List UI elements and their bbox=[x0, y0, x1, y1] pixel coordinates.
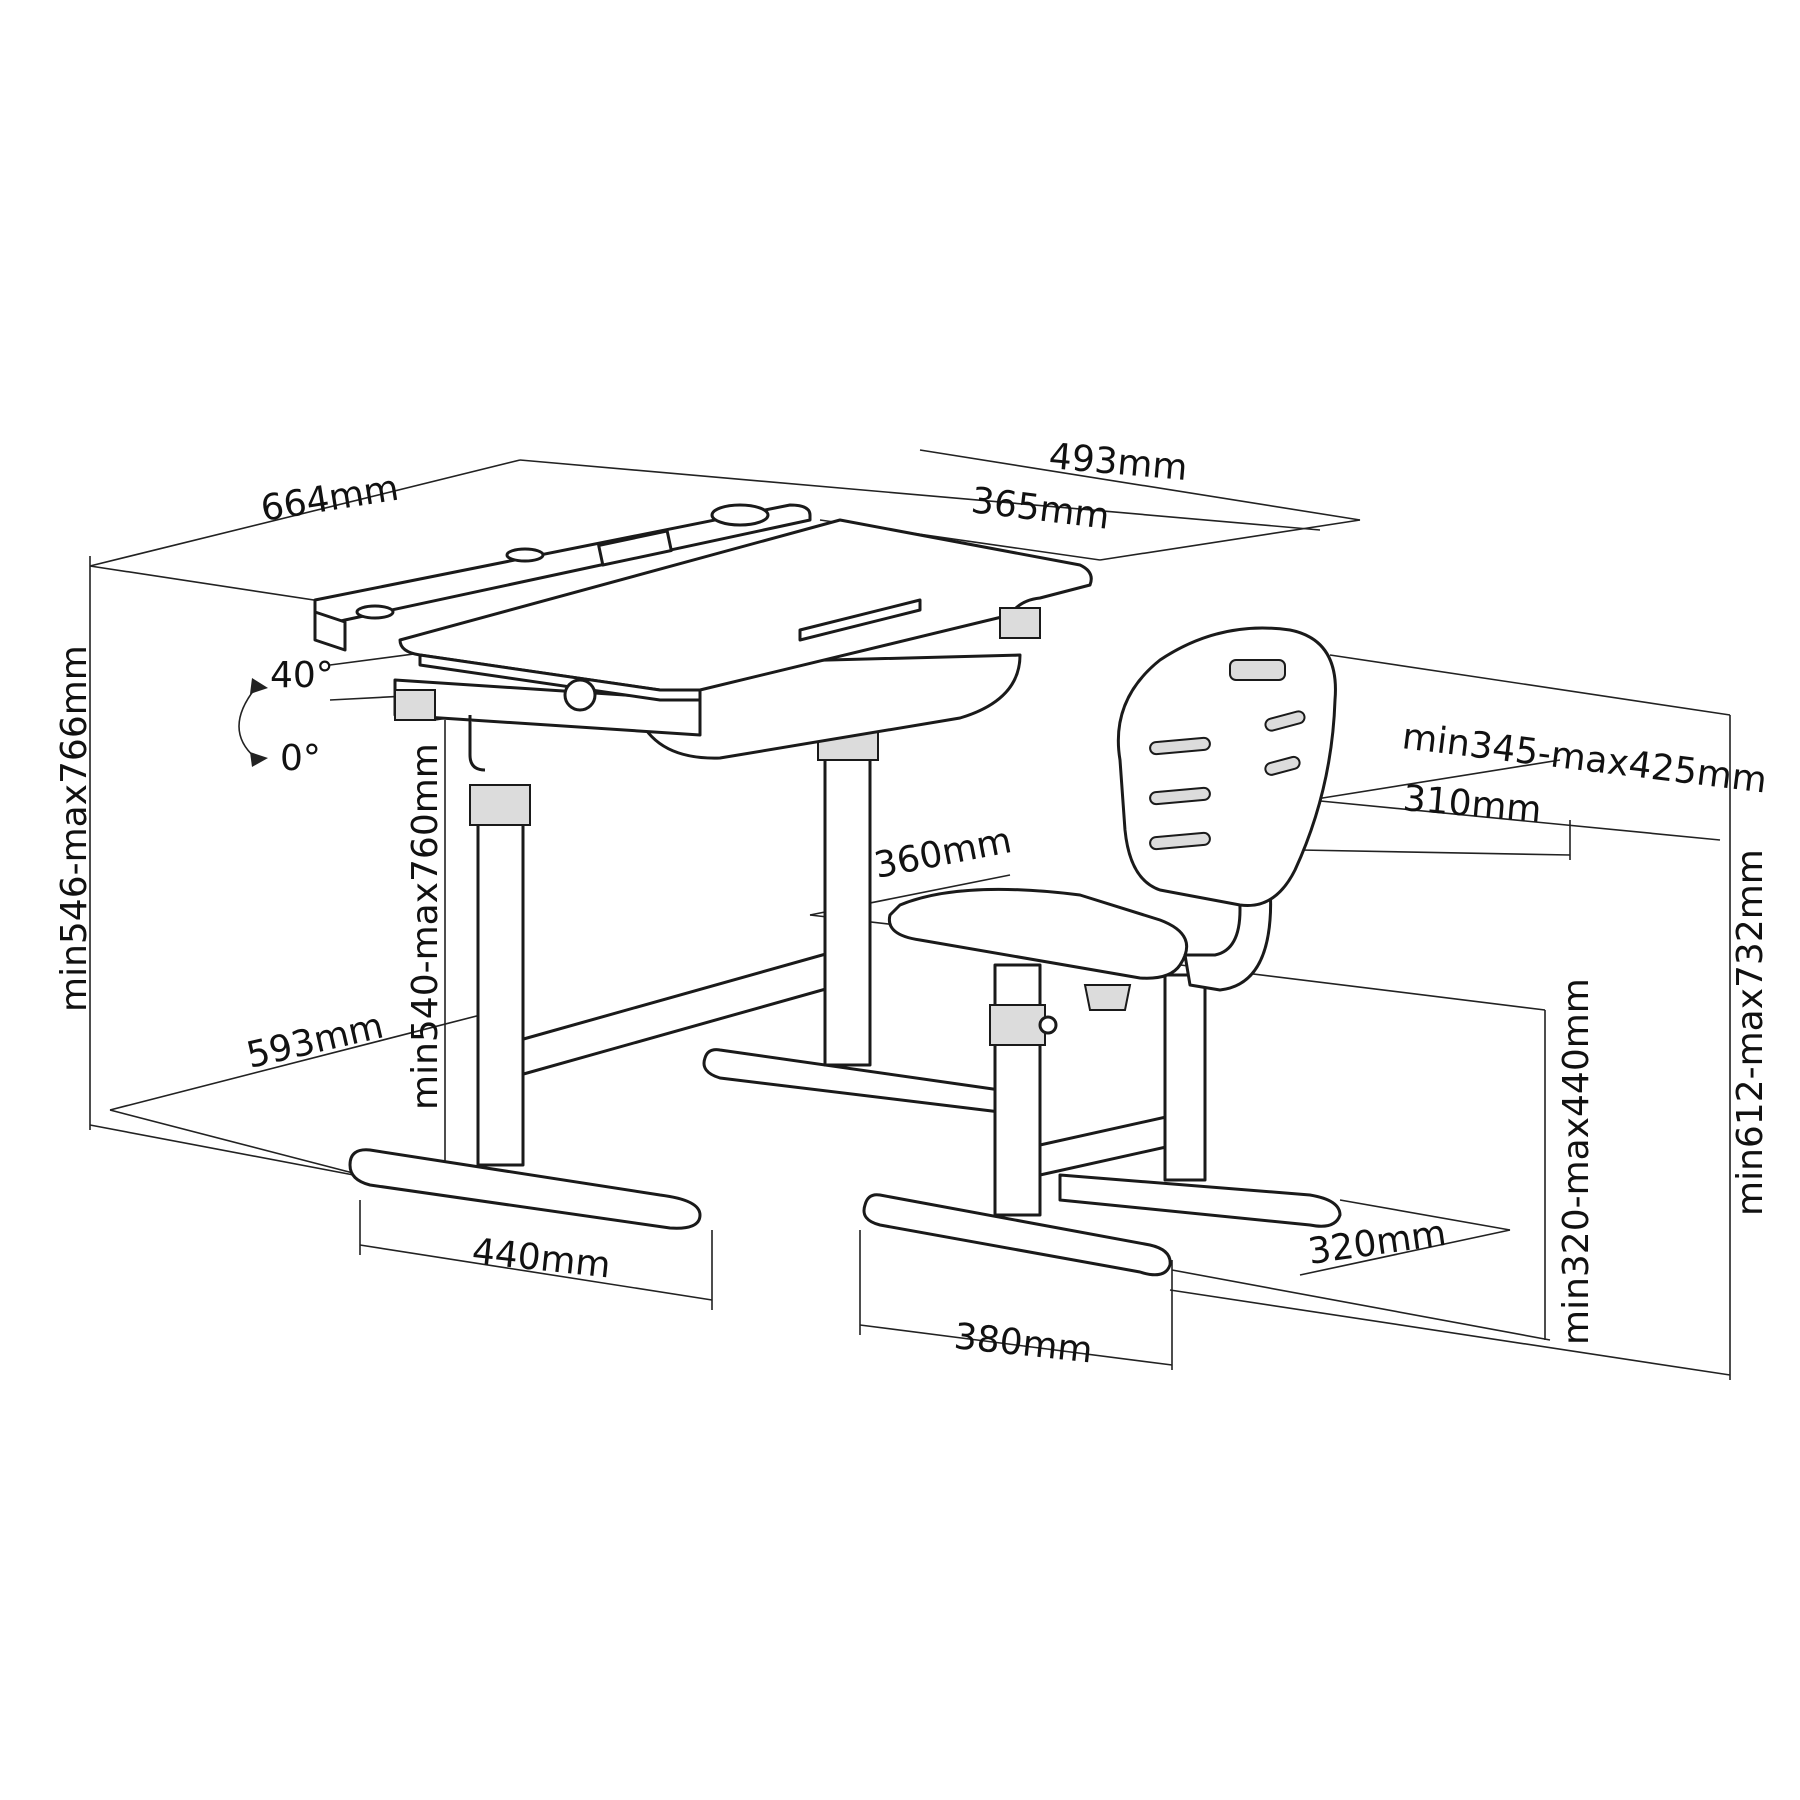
desk-tray-front bbox=[313, 610, 347, 652]
label-desk-foot: 440mm bbox=[470, 1231, 612, 1286]
label-desk-depth: 493mm bbox=[1047, 436, 1189, 489]
pencil-slot bbox=[597, 529, 673, 567]
side-bracket bbox=[394, 689, 436, 721]
chair-front-foot bbox=[862, 1193, 1172, 1277]
label-tilt-max: 40° bbox=[270, 655, 334, 696]
desk-left-leg bbox=[476, 788, 525, 1167]
desk bbox=[313, 503, 1093, 1230]
label-desk-height: min546-max766mm bbox=[54, 645, 95, 1012]
back-slot-4 bbox=[1264, 710, 1306, 732]
label-chair-foot-length: 380mm bbox=[952, 1316, 1094, 1371]
chair-seat bbox=[887, 887, 1189, 980]
back-slot-5 bbox=[1264, 755, 1301, 776]
label-base-depth: 593mm bbox=[243, 1006, 388, 1077]
desk-left-leg-collar bbox=[469, 784, 531, 826]
right-bracket bbox=[999, 607, 1041, 639]
chair-backrest bbox=[1116, 626, 1337, 908]
desk-crossbar bbox=[518, 948, 842, 1077]
back-handle bbox=[1229, 659, 1286, 681]
back-slot-2 bbox=[1149, 786, 1211, 806]
label-seat-height: min320-max440mm bbox=[1556, 978, 1597, 1345]
chair-crossbar bbox=[1038, 1113, 1177, 1177]
bag-hook bbox=[468, 715, 486, 772]
chair bbox=[862, 626, 1342, 1277]
chair-knob bbox=[1038, 1015, 1058, 1035]
seat-bracket bbox=[1083, 984, 1132, 1011]
cup-holder bbox=[710, 503, 770, 527]
chair-front-leg bbox=[993, 963, 1042, 1217]
label-seat-width: 310mm bbox=[1401, 778, 1543, 831]
pen-hole-left bbox=[355, 604, 395, 620]
label-chair-depth: 360mm bbox=[871, 820, 1015, 887]
desk-left-foot bbox=[348, 1148, 702, 1230]
label-tilt-min: 0° bbox=[280, 738, 321, 779]
chair-rear-leg bbox=[1163, 973, 1207, 1182]
desk-handle bbox=[798, 598, 922, 642]
chair-height-collar bbox=[989, 1004, 1046, 1046]
label-desk-width: 664mm bbox=[258, 468, 402, 530]
chair-back-foot bbox=[1058, 1173, 1342, 1228]
desk-right-leg bbox=[823, 733, 872, 1067]
back-slot-3 bbox=[1149, 831, 1211, 851]
label-desktop-panel: 365mm bbox=[969, 480, 1112, 538]
tilt-knob bbox=[563, 678, 597, 712]
pen-hole-mid bbox=[505, 547, 545, 563]
label-frame-height: min540-max760mm bbox=[405, 743, 446, 1110]
label-chair-total-height: min612-max732mm bbox=[1730, 849, 1771, 1216]
desk-top-edge bbox=[418, 653, 702, 702]
back-slot-1 bbox=[1149, 736, 1211, 756]
